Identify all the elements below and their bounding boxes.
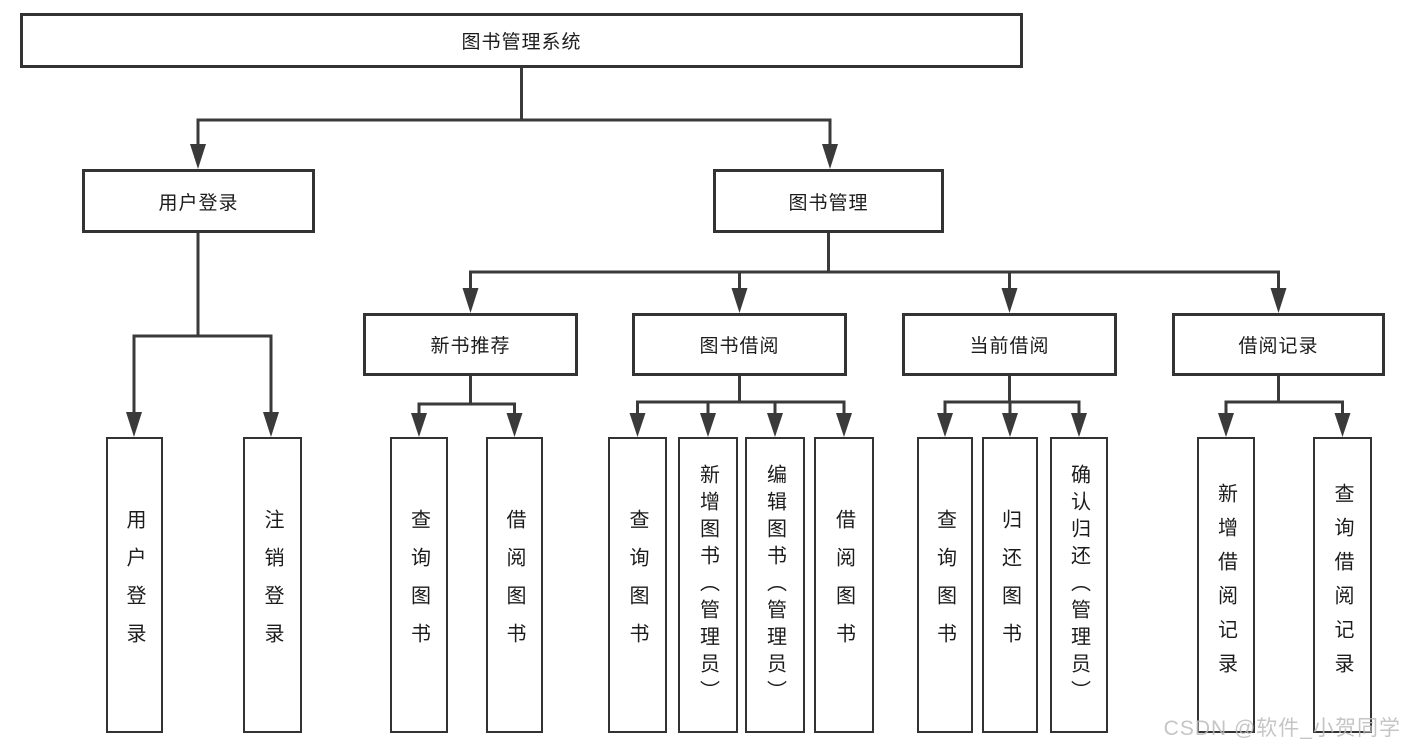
connector-book-mgmt-branch — [469, 233, 1280, 291]
node-leaf-borrow-books-2: 借阅图书 — [814, 437, 874, 733]
node-leaf-query-books: 查询图书 — [390, 437, 448, 733]
node-leaf-query-books-2: 查询图书 — [608, 437, 667, 733]
arrow-down-icon — [506, 413, 523, 437]
arrowheads — [126, 144, 1351, 437]
node-leaf-add-books-admin: 新增图书（管理员） — [678, 437, 738, 733]
arrow-down-icon — [700, 413, 716, 437]
arrow-down-icon — [731, 288, 748, 313]
node-leaf-add-borrow-record: 新增借阅记录 — [1197, 437, 1255, 733]
connector-root-branch — [196, 68, 832, 147]
arrow-down-icon — [462, 288, 479, 313]
arrow-down-icon — [1334, 413, 1351, 437]
node-leaf-query-borrow-record: 查询借阅记录 — [1313, 437, 1372, 733]
node-leaf-borrow-books: 借阅图书 — [486, 437, 543, 733]
node-root-library-system: 图书管理系统 — [20, 13, 1023, 68]
connector-new-books-branch — [417, 376, 516, 416]
arrow-down-icon — [411, 413, 427, 437]
arrow-down-icon — [1270, 288, 1287, 313]
connector-book-borrow-branch — [636, 376, 846, 416]
arrow-down-icon — [190, 144, 206, 169]
arrow-down-icon — [263, 412, 279, 437]
node-book-management: 图书管理 — [713, 169, 944, 233]
arrow-down-icon — [1071, 413, 1087, 437]
arrow-down-icon — [629, 413, 646, 437]
arrow-down-icon — [767, 413, 783, 437]
arrow-down-icon — [937, 413, 953, 437]
connector-borrow-records-branch — [1224, 376, 1344, 416]
connector-current-borrow-branch — [943, 376, 1081, 416]
node-current-borrow: 当前借阅 — [902, 313, 1117, 376]
node-leaf-query-books-3: 查询图书 — [917, 437, 973, 733]
node-user-login: 用户登录 — [82, 169, 315, 233]
node-leaf-edit-books-admin: 编辑图书（管理员） — [745, 437, 805, 733]
arrow-down-icon — [822, 144, 838, 169]
node-leaf-confirm-return-admin: 确认归还（管理员） — [1050, 437, 1108, 733]
node-new-book-recommend: 新书推荐 — [363, 313, 578, 376]
node-book-borrow: 图书借阅 — [632, 313, 847, 376]
csdn-watermark: CSDN @软件_小贺同学 — [1163, 717, 1401, 740]
arrow-down-icon — [126, 412, 142, 437]
arrow-down-icon — [1001, 288, 1018, 313]
node-leaf-return-books: 归还图书 — [982, 437, 1038, 733]
connector-user-login-branch — [132, 233, 273, 415]
node-borrow-records: 借阅记录 — [1172, 313, 1385, 376]
arrow-down-icon — [1002, 413, 1018, 437]
node-leaf-user-login: 用户登录 — [106, 437, 163, 733]
node-leaf-logout: 注销登录 — [243, 437, 302, 733]
arrow-down-icon — [1218, 413, 1234, 437]
arrow-down-icon — [836, 413, 852, 437]
